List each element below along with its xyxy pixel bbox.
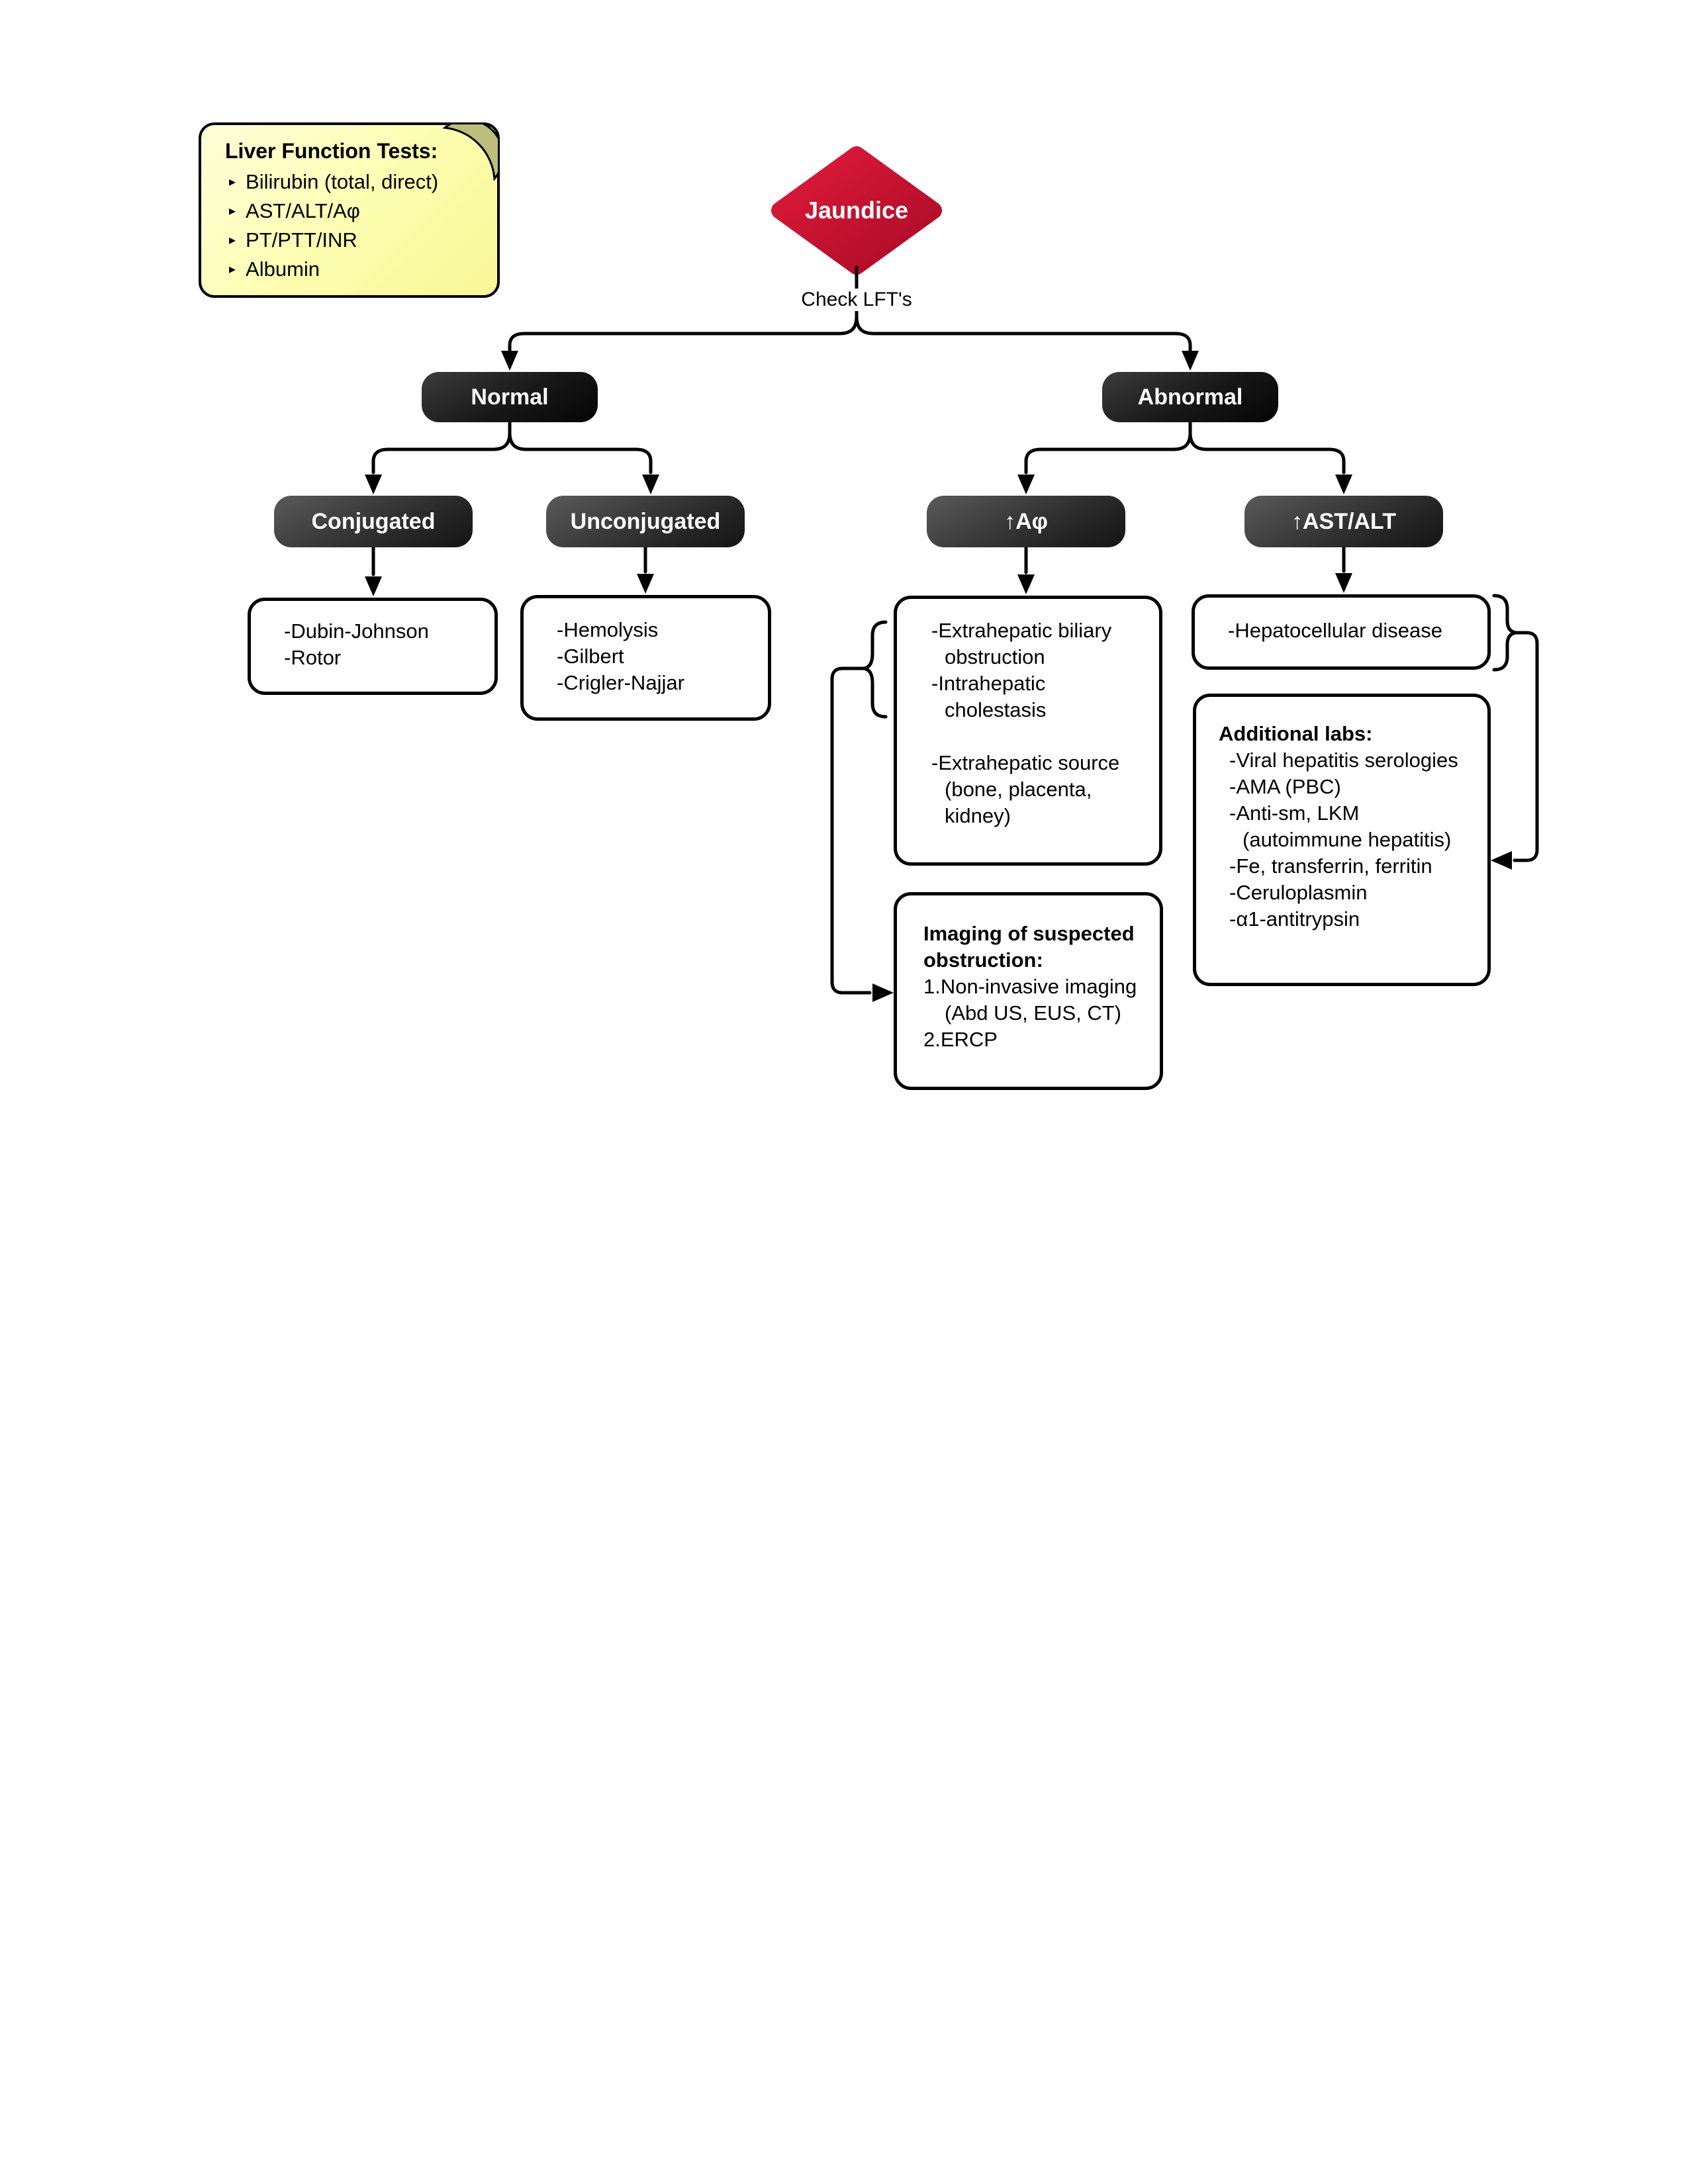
edge-to-imaging — [830, 666, 872, 995]
cause-item: -Gilbert — [557, 645, 624, 668]
node-abnormal: Abnormal — [1102, 372, 1278, 422]
node-conjugated: Conjugated — [274, 496, 473, 547]
box-additional-labs: Additional labs: -Viral hepatitis serolo… — [1193, 694, 1491, 986]
imaging-step: 2.ERCP — [923, 1028, 998, 1051]
arrow-labs-icon — [1491, 851, 1512, 870]
left-curly-brace — [863, 620, 888, 719]
edge-to-unconjugated — [508, 420, 653, 475]
imaging-step: 1.Non-invasive imaging (Abd US, EUS, CT) — [923, 975, 1137, 1024]
box-alkphos-causes: -Extrahepatic biliary obstruction-Intrah… — [894, 596, 1162, 866]
connector-lines — [371, 265, 1539, 995]
note-title: Liver Function Tests: — [225, 139, 438, 163]
arrowhead-icons — [365, 351, 1512, 1002]
arrow-alkphosbox-icon — [1017, 574, 1035, 594]
imaging-list: 1.Non-invasive imaging (Abd US, EUS, CT)… — [923, 974, 1144, 1053]
edge-label-check-lfts: Check LFT's — [794, 289, 919, 311]
edge-to-astalt — [1188, 420, 1346, 475]
sticky-note: Liver Function Tests: ▸Bilirubin (total,… — [199, 122, 500, 298]
lab-item: -AMA (PBC) — [1229, 775, 1341, 798]
note-item: ▸AST/ALT/Aφ — [229, 198, 497, 227]
note-list: ▸Bilirubin (total, direct)▸AST/ALT/Aφ▸PT… — [229, 169, 497, 285]
lab-item: -α1-antitrypsin — [1229, 907, 1360, 931]
arrow-unconjbox-icon — [637, 574, 654, 594]
cause-item: -Hemolysis — [557, 618, 659, 641]
node-normal: Normal — [422, 372, 598, 422]
cause-item: -Crigler-Najjar — [557, 671, 684, 694]
arrow-normal-icon — [501, 351, 518, 371]
cause-item: -Rotor — [284, 646, 342, 669]
edge-to-alkphos — [1024, 420, 1192, 475]
node-ast-alt: ↑AST/ALT — [1244, 496, 1443, 547]
note-item: ▸Bilirubin (total, direct) — [229, 169, 497, 198]
right-curly-brace — [1492, 594, 1517, 672]
edge-to-normal — [508, 314, 859, 353]
arrow-astaltbox-icon — [1335, 573, 1352, 593]
node-unconjugated: Unconjugated — [546, 496, 745, 547]
node-alk-phos: ↑Aφ — [927, 496, 1125, 547]
cause-item: -Dubin-Johnson — [284, 619, 429, 643]
folded-corner-icon — [442, 124, 498, 181]
cause-item: -Hepatocellular disease — [1228, 619, 1442, 642]
arrow-imaging-icon — [872, 983, 894, 1002]
box-conjugated-causes: -Dubin-Johnson -Rotor — [248, 598, 498, 695]
box-hepatocellular: -Hepatocellular disease — [1192, 594, 1491, 670]
edge-to-abnormal — [855, 314, 1192, 353]
cause-item — [931, 723, 1145, 750]
labs-title: Additional labs: — [1219, 722, 1373, 745]
lab-item: -Fe, transferrin, ferritin — [1229, 854, 1432, 878]
arrow-astalt-icon — [1335, 475, 1352, 494]
arrow-alkphos-icon — [1017, 475, 1035, 494]
edge-to-labs — [1513, 631, 1539, 862]
bullet-icon: ▸ — [229, 175, 236, 189]
lab-item: -Viral hepatitis serologies — [1229, 749, 1458, 772]
arrow-conjbox-icon — [365, 576, 382, 596]
lab-item: -Ceruloplasmin — [1229, 881, 1368, 904]
cause-item: -Extrahepatic source (bone, placenta, ki… — [931, 751, 1120, 827]
arrow-abnormal-icon — [1182, 351, 1199, 371]
arrow-unconjugated-icon — [642, 475, 659, 494]
note-item: ▸PT/PTT/INR — [229, 227, 497, 256]
box-imaging: Imaging of suspected obstruction: 1.Non-… — [894, 892, 1163, 1090]
box-unconjugated-causes: -Hemolysis -Gilbert -Crigler-Najjar — [520, 595, 771, 721]
lab-item: -Anti-sm, LKM (autoimmune hepatitis) — [1229, 801, 1452, 851]
arrow-conjugated-icon — [365, 475, 382, 494]
labs-list: -Viral hepatitis serologies -AMA (PBC) -An… — [1229, 747, 1474, 933]
bullet-icon: ▸ — [229, 233, 236, 248]
edge-to-conjugated — [371, 420, 512, 475]
bullet-icon: ▸ — [229, 262, 236, 277]
bullet-icon: ▸ — [229, 204, 236, 218]
cause-item: -Intrahepatic cholestasis — [931, 672, 1047, 721]
node-jaundice: Jaundice — [804, 197, 909, 224]
imaging-title: Imaging of suspected obstruction: — [923, 922, 1135, 972]
cause-item: -Extrahepatic biliary obstruction — [931, 619, 1112, 668]
note-item: ▸Albumin — [229, 256, 497, 285]
